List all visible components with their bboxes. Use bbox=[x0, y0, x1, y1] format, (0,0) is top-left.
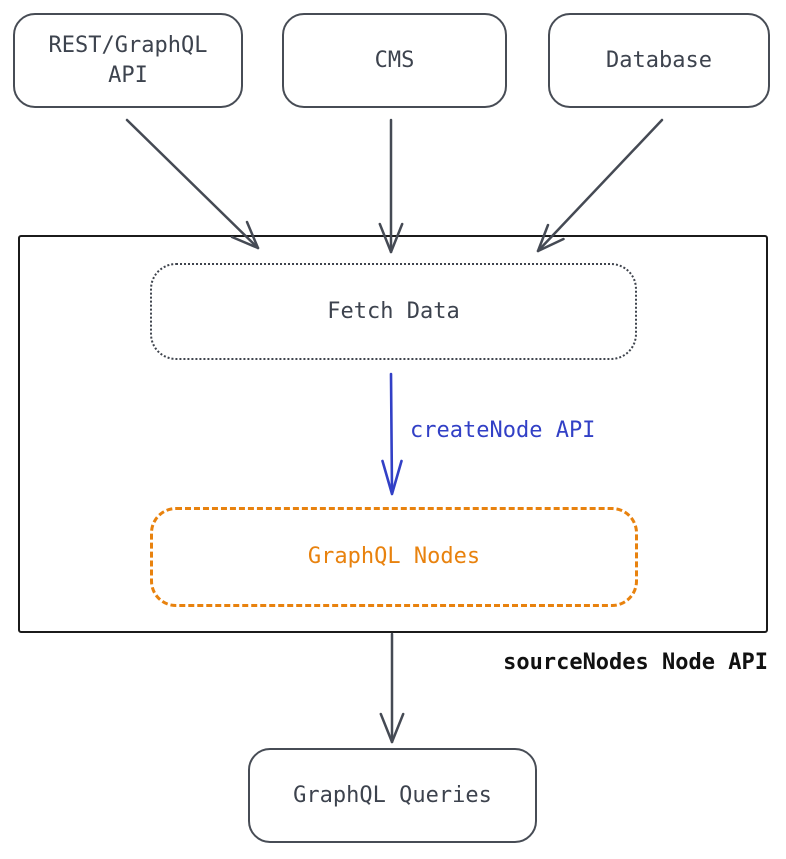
arrow-nodes-to-queries bbox=[379, 632, 405, 744]
graphql-nodes-box: GraphQL Nodes bbox=[150, 507, 638, 607]
arrow-cms-to-fetch-data bbox=[378, 118, 404, 254]
arrow-rest-api-to-fetch-data bbox=[125, 118, 260, 250]
fetch-data-label: Fetch Data bbox=[327, 298, 460, 324]
graphql-queries-label: GraphQL Queries bbox=[293, 782, 492, 808]
arrow-database-to-fetch-data bbox=[536, 118, 664, 253]
graphql-queries-box: GraphQL Queries bbox=[248, 748, 537, 843]
source-box-database-label: Database bbox=[606, 47, 712, 73]
source-box-rest-graphql-api-label: REST/GraphQL API bbox=[48, 32, 208, 88]
source-box-cms: CMS bbox=[282, 13, 507, 108]
create-node-api-label: createNode API bbox=[410, 418, 596, 443]
fetch-data-box: Fetch Data bbox=[150, 263, 637, 360]
source-box-cms-label: CMS bbox=[374, 47, 415, 73]
graphql-nodes-label: GraphQL Nodes bbox=[307, 544, 481, 570]
source-box-rest-graphql-api: REST/GraphQL API bbox=[13, 13, 243, 108]
source-nodes-api-label: sourceNodes Node API bbox=[503, 650, 768, 675]
source-box-database: Database bbox=[548, 13, 770, 108]
